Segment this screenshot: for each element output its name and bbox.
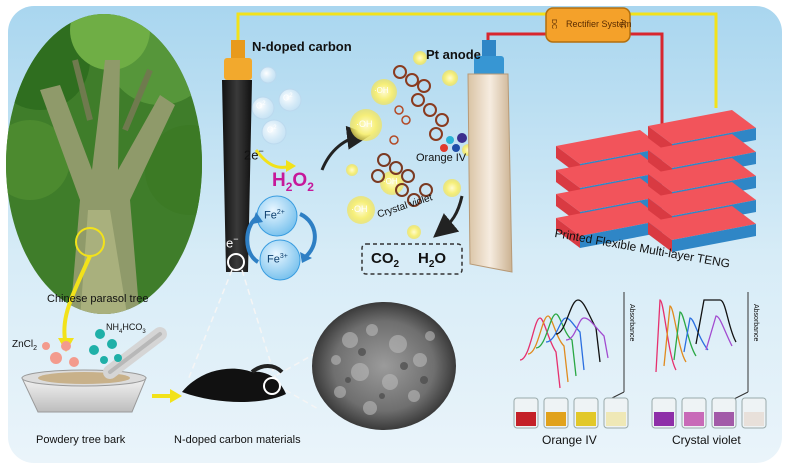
label-o2-2: O2 [283, 93, 293, 103]
zoom-lines [187, 269, 277, 381]
label-2e: 2e− [244, 146, 264, 163]
label-n-doped-carbon: N-doped carbon [252, 39, 352, 54]
sem-image [312, 302, 456, 430]
tree-to-bark-arrow [62, 255, 92, 346]
label-absorbance-2: Absorbance [752, 304, 759, 342]
label-rectifier: Rectifier System [566, 19, 632, 29]
carbon-electrode [222, 40, 252, 272]
beakers-crystal-violet [651, 397, 767, 429]
label-nh4hco3: NH4HCO3 [106, 322, 146, 335]
label-beaker-crystal: Crystal violet [672, 433, 741, 447]
beakers-orange-iv [513, 397, 629, 429]
label-carbon-materials: N-doped carbon materials [174, 434, 301, 446]
crystal-violet-molecule [371, 153, 433, 207]
rectifier-box [545, 7, 631, 43]
carbon-pile [182, 364, 286, 402]
label-oh-2: ·OH [356, 119, 373, 129]
mortar-bowl [21, 327, 167, 413]
uv-plot-crystal [655, 292, 749, 403]
zncl2-particles [42, 341, 79, 367]
label-rectifier-dc: DC [550, 19, 557, 30]
label-oh-3: ·OH [351, 204, 368, 214]
label-fe3: Fe3+ [267, 253, 288, 266]
uv-plot-orange [519, 292, 625, 403]
pt-anode [467, 40, 513, 273]
label-fe2: Fe2+ [264, 209, 285, 222]
red-wire [486, 32, 664, 132]
nh4hco3-particles [89, 329, 122, 364]
label-oh-4: ·OH [383, 177, 398, 186]
label-h2o2: H2O2 [272, 170, 314, 194]
label-absorbance-1: Absorbance [628, 304, 635, 342]
o2-bubbles [251, 66, 302, 145]
yellow-wire [236, 12, 718, 108]
background-panel [8, 6, 782, 463]
label-co2: CO2 [371, 250, 400, 270]
label-tree: Chinese parasol tree [47, 293, 149, 305]
label-zncl2: ZnCl2 [12, 339, 38, 352]
label-oh-1: ·OH [374, 86, 389, 95]
orange-iv-molecule [393, 65, 449, 141]
label-h2o: H2O [418, 250, 447, 270]
label-rectifier-ac: AC [619, 19, 626, 29]
label-o2-1: O2 [256, 101, 266, 111]
label-bark: Powdery tree bark [36, 434, 126, 446]
label-orange-iv: Orange IV [416, 152, 467, 164]
label-e: e− [226, 234, 239, 251]
products-box [361, 243, 463, 275]
fe-cycle [245, 195, 317, 281]
label-o2-3: O2 [267, 125, 277, 135]
label-pt-anode: Pt anode [426, 47, 481, 62]
label-beaker-orange: Orange IV [542, 433, 597, 447]
teng-device [556, 110, 756, 252]
